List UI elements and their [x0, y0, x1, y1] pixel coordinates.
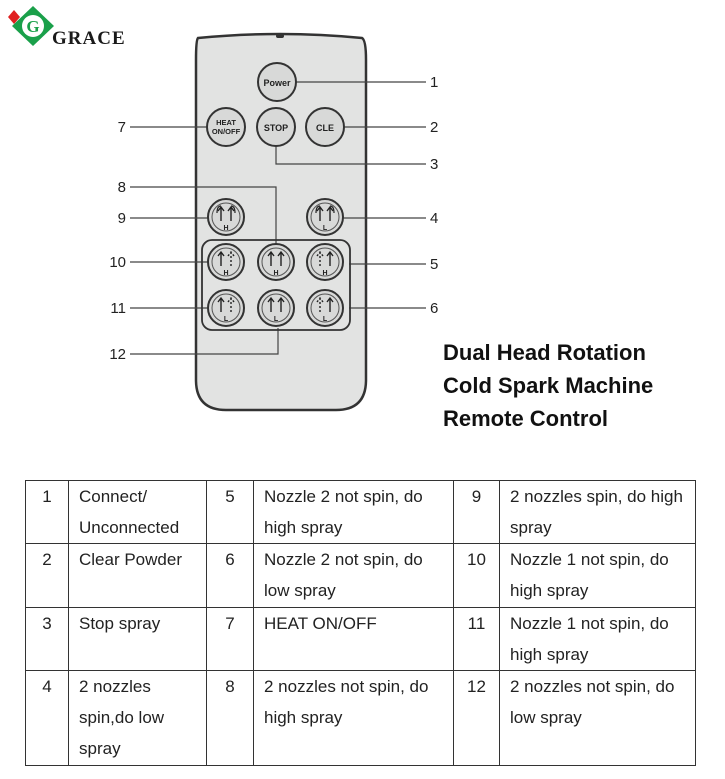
arrow-button-5[interactable]: H	[306, 243, 344, 281]
nozzle-1-arrow-icon	[316, 205, 324, 221]
function-description: 2 nozzles not spin, do low spray	[499, 670, 696, 766]
arrow-button-letter: L	[323, 316, 328, 323]
callout-12: 12	[109, 346, 126, 363]
heat-onoff-button[interactable]: HEAT ON/OFF	[206, 107, 246, 147]
nozzle-2-arrow-icon	[277, 250, 285, 266]
nozzle-1-arrow-icon	[267, 250, 275, 266]
callout-4: 4	[430, 210, 438, 227]
function-number: 11	[453, 606, 500, 672]
title-line-1: Dual Head Rotation	[443, 340, 646, 365]
callout-10: 10	[109, 254, 126, 271]
nozzle-1-arrow-icon	[217, 205, 225, 221]
clear-button-label: CLE	[316, 123, 334, 133]
logo-name: GRACE	[52, 28, 126, 49]
nozzle-2-arrow-icon	[227, 296, 235, 312]
function-description: Stop spray	[68, 606, 207, 672]
callout-lines	[130, 81, 426, 355]
power-button-label: Power	[263, 78, 291, 88]
function-number: 2	[25, 543, 69, 608]
callout-11: 11	[110, 300, 126, 317]
arrow-button-letter: H	[223, 225, 228, 232]
arrow-button-10[interactable]: H	[207, 243, 245, 281]
nozzle-2-arrow-icon	[277, 296, 285, 312]
function-description: 2 nozzles not spin, do high spray	[253, 670, 454, 766]
nozzle-2-arrow-icon	[326, 205, 334, 221]
callout-5: 5	[430, 256, 438, 273]
function-number: 5	[206, 479, 254, 545]
nozzle-2-arrow-icon	[227, 205, 235, 221]
callout-8: 8	[118, 179, 126, 196]
rotation-icon	[315, 205, 335, 214]
callout-6: 6	[430, 300, 438, 317]
function-number: 12	[453, 670, 500, 766]
power-button[interactable]: Power	[257, 62, 297, 102]
clear-button[interactable]: CLE	[305, 107, 345, 147]
function-description: 2 nozzles spin,do low spray	[68, 670, 207, 766]
callout-9: 9	[118, 210, 126, 227]
logo-letter: G	[26, 17, 39, 36]
nozzle-button-group	[201, 239, 351, 331]
function-description: Nozzle 1 not spin, do high spray	[499, 543, 696, 608]
grace-logo-mark: G	[8, 6, 54, 46]
title-line-2: Cold Spark Machine	[443, 373, 654, 398]
function-description: Nozzle 1 not spin, do high spray	[499, 606, 696, 672]
function-number: 1	[25, 479, 69, 545]
stop-button-label: STOP	[264, 123, 288, 133]
callout-7: 7	[118, 119, 126, 136]
function-description: HEAT ON/OFF	[253, 606, 454, 672]
arrow-button-letter: H	[273, 270, 278, 277]
function-description: Nozzle 2 not spin, do high spray	[253, 479, 454, 545]
callout-3: 3	[430, 156, 438, 173]
arrow-button-6[interactable]: L	[306, 289, 344, 327]
arrow-button-letter: L	[224, 316, 229, 323]
stop-button[interactable]: STOP	[256, 107, 296, 147]
function-description: 2 nozzles spin, do high spray	[499, 479, 696, 545]
arrow-button-11[interactable]: L	[207, 289, 245, 327]
function-description: Nozzle 2 not spin, do low spray	[253, 543, 454, 608]
arrow-button-8[interactable]: H	[257, 243, 295, 281]
arrow-button-letter: H	[322, 270, 327, 277]
function-number: 7	[206, 606, 254, 672]
nozzle-1-arrow-icon	[267, 296, 275, 312]
nozzle-2-arrow-icon	[326, 250, 334, 266]
function-description: Connect/ Unconnected	[68, 479, 207, 545]
nozzle-2-arrow-icon	[227, 250, 235, 266]
grace-logo: G GRACE	[6, 4, 146, 50]
heat-button-label-top: HEAT	[216, 118, 236, 127]
function-number: 4	[25, 670, 69, 766]
arrow-button-4[interactable]: L	[306, 198, 344, 236]
nozzle-2-arrow-icon	[326, 296, 334, 312]
function-description: Clear Powder	[68, 543, 207, 608]
arrow-button-12[interactable]: L	[257, 289, 295, 327]
nozzle-1-arrow-icon	[217, 250, 225, 266]
function-number: 10	[453, 543, 500, 608]
nozzle-1-arrow-icon	[316, 250, 324, 266]
nozzle-1-arrow-icon	[217, 296, 225, 312]
function-number: 6	[206, 543, 254, 608]
arrow-button-9[interactable]: H	[207, 198, 245, 236]
callout-1: 1	[430, 74, 438, 91]
nozzle-1-arrow-icon	[316, 296, 324, 312]
function-number: 8	[206, 670, 254, 766]
heat-button-label-bottom: ON/OFF	[212, 127, 241, 136]
rotation-icon	[216, 205, 236, 214]
arrow-button-set: H L H H H L L L	[207, 198, 344, 327]
title-line-3: Remote Control	[443, 406, 608, 431]
function-number: 9	[453, 479, 500, 545]
remote-led	[276, 34, 284, 38]
function-number: 3	[25, 606, 69, 672]
arrow-button-letter: L	[323, 225, 328, 232]
arrow-button-letter: H	[223, 270, 228, 277]
callout-2: 2	[430, 119, 438, 136]
arrow-button-letter: L	[274, 316, 279, 323]
